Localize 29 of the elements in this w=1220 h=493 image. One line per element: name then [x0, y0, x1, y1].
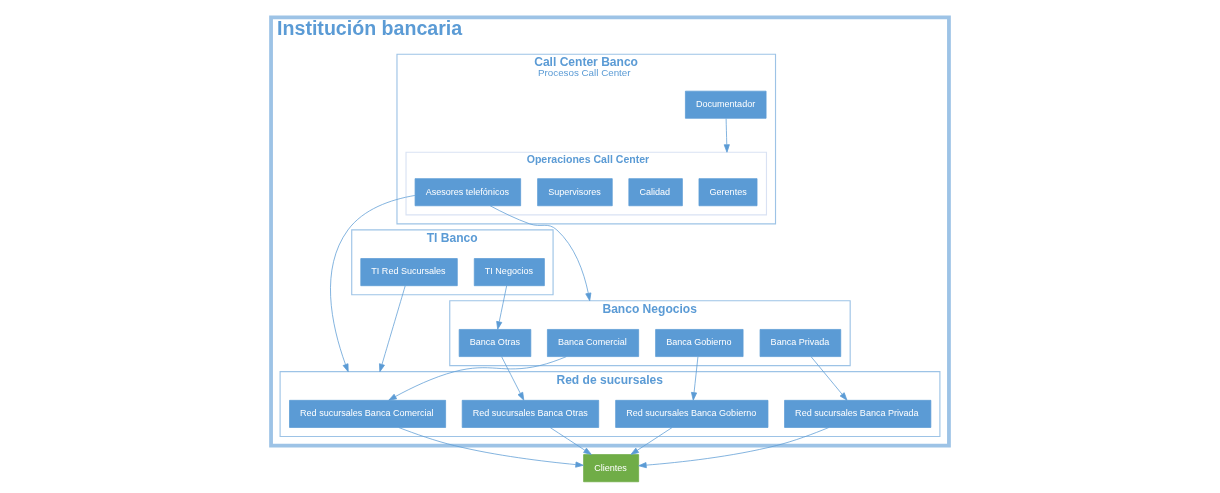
arrow [489, 205, 592, 302]
node-box: Clientes [583, 454, 640, 483]
node-box: Red sucursales Banca Gobierno [615, 399, 769, 428]
node-box: Red sucursales Banca Comercial [289, 399, 446, 428]
node-box: TI Red Sucursales [360, 258, 458, 287]
node-box: TI Negocios [473, 258, 545, 287]
arrow [630, 427, 673, 455]
node-box: Supervisores [537, 178, 613, 207]
node-box: Gerentes [698, 178, 758, 207]
arrow [379, 285, 406, 373]
arrow [330, 195, 416, 373]
arrow [810, 356, 848, 401]
arrow [638, 427, 830, 469]
node-box: Documentador [685, 90, 767, 119]
node-box: Banca Otras [458, 329, 532, 357]
node-box: Red sucursales Banca Privada [784, 399, 932, 428]
node-box: Banca Gobierno [655, 329, 744, 357]
arrow [501, 356, 525, 401]
arrow [549, 427, 592, 455]
arrow [723, 118, 730, 153]
node-box: Red sucursales Banca Otras [461, 399, 600, 428]
arrow [398, 427, 584, 468]
arrow [388, 356, 567, 401]
arrow [496, 285, 507, 330]
node-box: Banca Comercial [547, 329, 640, 357]
node-box: Calidad [628, 178, 683, 207]
node-box: Asesores telefónicos [414, 178, 521, 207]
arrow [691, 356, 699, 401]
node-box: Banca Privada [759, 329, 842, 357]
